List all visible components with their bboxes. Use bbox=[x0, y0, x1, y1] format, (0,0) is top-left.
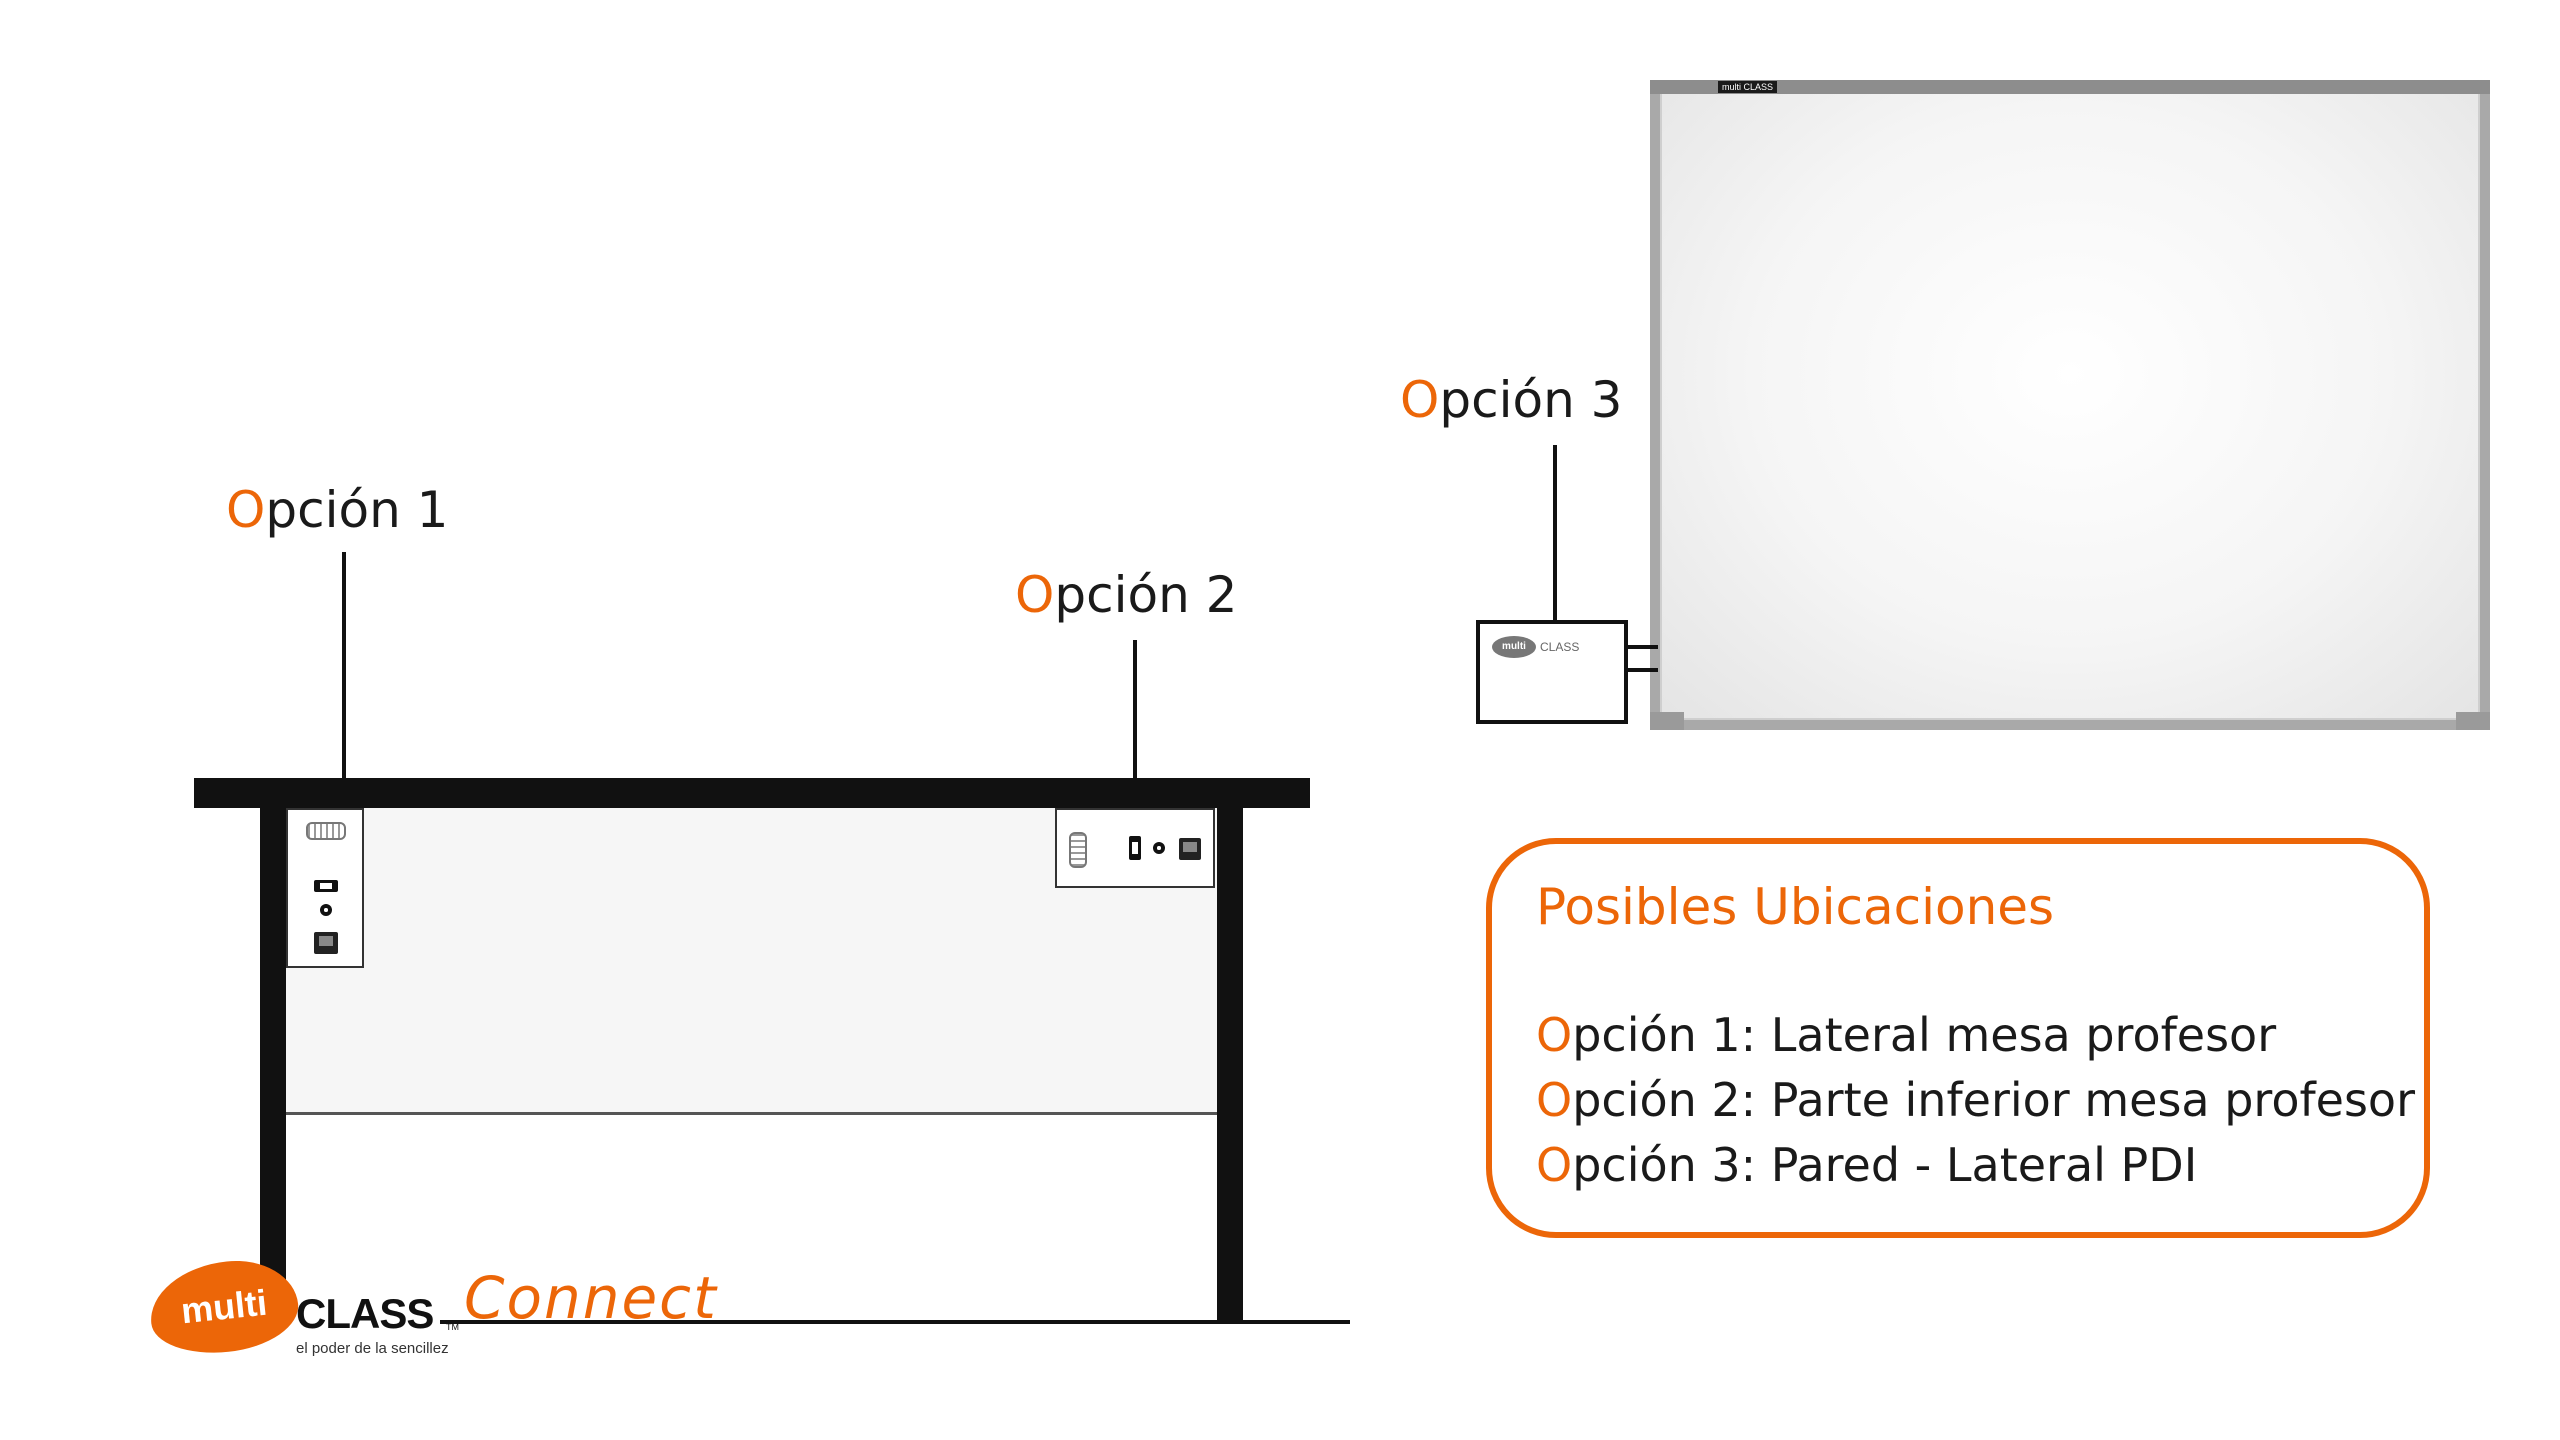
opcion-2-leader-line bbox=[1133, 640, 1137, 778]
opcion-2-port-plate bbox=[1055, 808, 1215, 888]
wall-connection-box: multi CLASS bbox=[1476, 620, 1628, 724]
whiteboard-corner-bottom-left bbox=[1650, 712, 1684, 730]
opcion-2-label: Opción 2 bbox=[1015, 570, 1237, 620]
wall-box-cable-2 bbox=[1628, 668, 1658, 672]
legend-item: Opción 2: Parte inferior mesa profesor bbox=[1536, 1077, 2415, 1123]
desk-right-leg bbox=[1217, 808, 1243, 1324]
floor-line bbox=[440, 1320, 1350, 1324]
usb-port-icon bbox=[314, 880, 338, 892]
vga-port-icon bbox=[306, 822, 346, 840]
legend-item-text: pción 2: Parte inferior mesa profesor bbox=[1572, 1073, 2415, 1127]
legend-item-initial: O bbox=[1536, 1073, 1573, 1127]
opcion-1-port-plate bbox=[286, 808, 364, 968]
legend-item-text: pción 1: Lateral mesa profesor bbox=[1572, 1008, 2277, 1062]
opcion-3-text: pción 3 bbox=[1439, 371, 1623, 429]
whiteboard-brand-label: multi CLASS bbox=[1718, 81, 1778, 93]
audio-jack-icon bbox=[1153, 842, 1165, 854]
network-port-icon bbox=[314, 932, 338, 954]
legend-item: Opción 3: Pared - Lateral PDI bbox=[1536, 1142, 2197, 1188]
legend-item-text: pción 3: Pared - Lateral PDI bbox=[1572, 1138, 2198, 1192]
wall-box-logo-blob: multi bbox=[1492, 636, 1536, 658]
locations-legend-box bbox=[1486, 838, 2430, 1238]
wall-box-cable-1 bbox=[1628, 645, 1658, 649]
wall-box-logo: multi CLASS bbox=[1492, 636, 1579, 658]
multiclass-logo-tm: TM bbox=[446, 1322, 459, 1332]
wall-box-logo-text: CLASS bbox=[1540, 640, 1580, 654]
multiclass-logo-connect: Connect bbox=[464, 1264, 718, 1332]
interactive-whiteboard bbox=[1650, 80, 2490, 730]
network-port-icon bbox=[1179, 838, 1201, 860]
whiteboard-corner-bottom-right bbox=[2456, 712, 2490, 730]
audio-jack-icon bbox=[320, 904, 332, 916]
opcion-1-text: pción 1 bbox=[265, 481, 449, 539]
opcion-1-initial: O bbox=[226, 481, 266, 539]
desk-top bbox=[194, 778, 1310, 808]
desk-left-leg bbox=[260, 808, 286, 1324]
opcion-3-leader-line bbox=[1553, 445, 1557, 623]
vga-port-icon bbox=[1069, 832, 1087, 868]
opcion-2-text: pción 2 bbox=[1054, 566, 1238, 624]
whiteboard-top-bar bbox=[1650, 80, 2490, 94]
multiclass-logo-tagline: el poder de la sencillez bbox=[296, 1340, 449, 1357]
opcion-1-label: Opción 1 bbox=[226, 485, 448, 535]
opcion-3-label: Opción 3 bbox=[1400, 375, 1622, 425]
opcion-2-initial: O bbox=[1015, 566, 1055, 624]
legend-item-initial: O bbox=[1536, 1008, 1573, 1062]
legend-item-initial: O bbox=[1536, 1138, 1573, 1192]
legend-item: Opción 1: Lateral mesa profesor bbox=[1536, 1012, 2276, 1058]
multiclass-logo-class: CLASS bbox=[296, 1290, 434, 1337]
opcion-1-leader-line bbox=[342, 552, 346, 778]
usb-port-icon bbox=[1129, 836, 1141, 860]
legend-title: Posibles Ubicaciones bbox=[1536, 878, 2055, 936]
opcion-3-initial: O bbox=[1400, 371, 1440, 429]
